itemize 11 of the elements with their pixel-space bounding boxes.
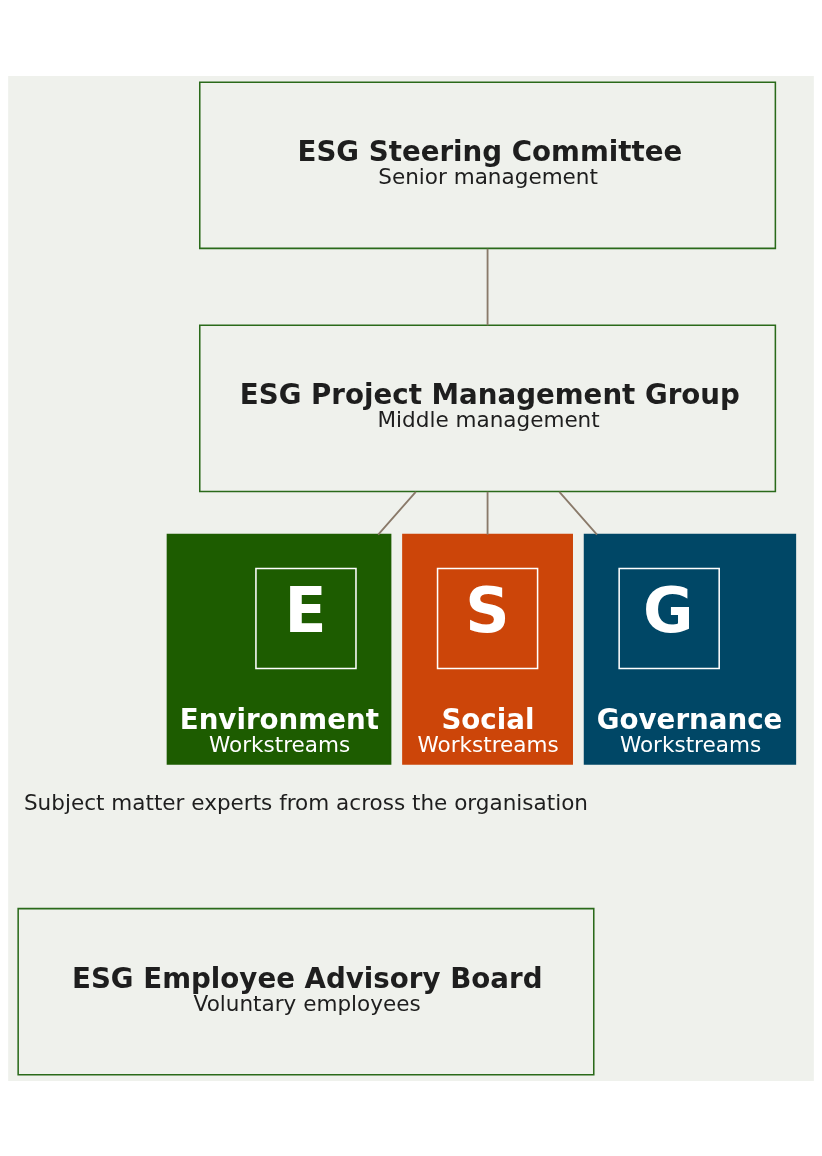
- connector: [377, 490, 417, 536]
- label: Subject matter experts from across the organisation: [23, 789, 588, 815]
- node-box: S: [436, 567, 539, 669]
- node-box: G: [618, 567, 720, 669]
- connector: [486, 490, 489, 536]
- node-box: E: [255, 567, 357, 669]
- connector: [486, 247, 489, 326]
- node-box: ESG Steering Committee Senior management: [199, 80, 777, 249]
- node-box: ESG Employee Advisory Board Voluntary employees: [17, 907, 595, 1076]
- node-box: ESG Project Management Group Middle management: [199, 324, 777, 492]
- connector: [558, 490, 598, 536]
